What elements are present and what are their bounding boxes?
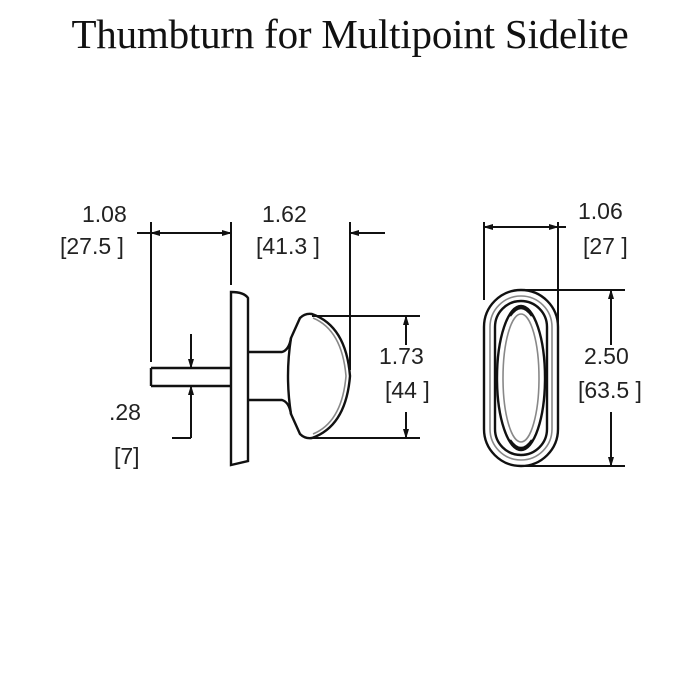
front-view: 1.06 [27 ] 2.50 [63.5 ] — [482, 198, 642, 468]
dim-1.08-mm: [27.5 ] — [60, 233, 124, 259]
dim-1.08-in: 1.08 — [82, 201, 127, 227]
rose-plate — [229, 290, 250, 467]
dim-.28-in: .28 — [109, 399, 141, 425]
spindle — [149, 366, 231, 388]
dim-.28-mm: [7] — [114, 443, 140, 469]
dim-1.62-in: 1.62 — [262, 201, 307, 227]
knob — [286, 312, 352, 440]
escutcheon-outer — [482, 288, 560, 468]
knob-neck — [248, 337, 293, 415]
dim-1.06-mm: [27 ] — [583, 233, 628, 259]
dim-1.62-mm: [41.3 ] — [256, 233, 320, 259]
thumbturn-oval — [495, 304, 547, 452]
dim-1.06-in: 1.06 — [578, 198, 623, 224]
dim-2.50-mm: [63.5 ] — [578, 377, 642, 403]
side-view: 1.08 [27.5 ] 1.62 [41.3 ] .28 [7] 1.73 [… — [60, 201, 430, 469]
dim-1.73-in: 1.73 — [379, 343, 424, 369]
dim-2.50-in: 2.50 — [584, 343, 629, 369]
dim-1.73-mm: [44 ] — [385, 377, 430, 403]
diagram-title: Thumbturn for Multipoint Sidelite — [71, 11, 629, 57]
